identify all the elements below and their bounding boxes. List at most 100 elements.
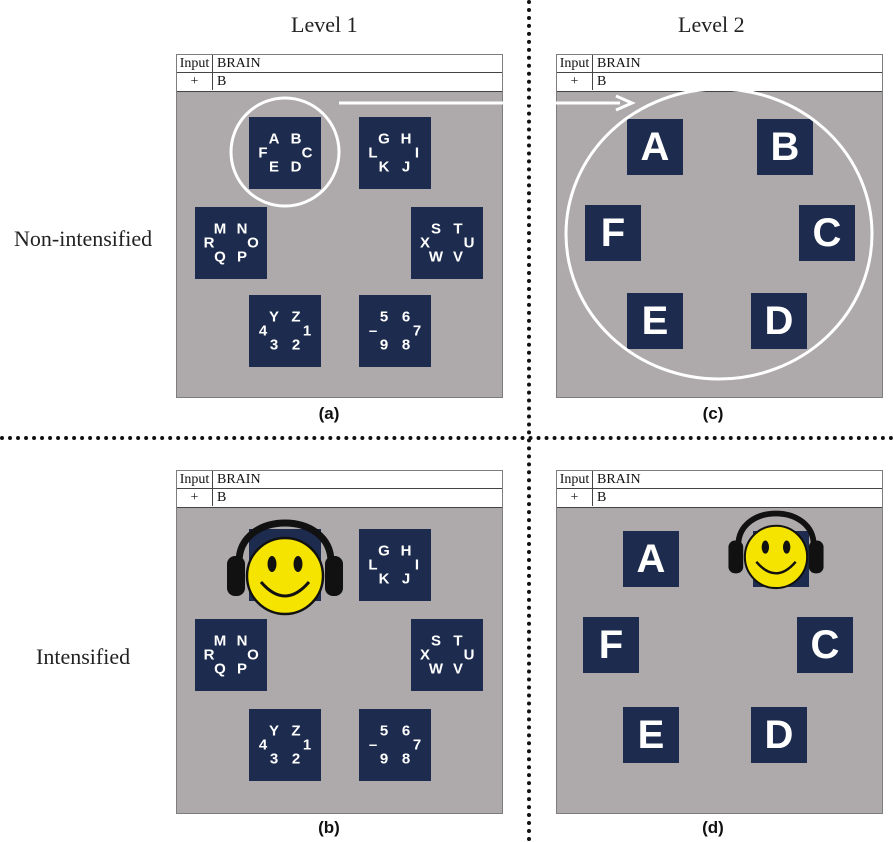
group-character: W <box>428 660 444 678</box>
letter-tile-b: B <box>757 119 813 175</box>
group-character: Z <box>291 308 301 326</box>
group-character: Y <box>268 308 280 326</box>
letter-tile-d: D <box>751 293 807 349</box>
intensified-group-tile <box>249 529 321 601</box>
group-character: S <box>430 220 442 238</box>
group-character: H <box>400 130 412 148</box>
output-value: B <box>597 73 607 89</box>
output-label: + <box>177 489 213 506</box>
group-character: Y <box>268 722 280 740</box>
group-character: B <box>290 130 302 148</box>
group-character: O <box>247 234 259 252</box>
letter-tile-d: D <box>751 707 807 763</box>
input-value: BRAIN <box>217 55 261 71</box>
output-label: + <box>557 489 593 506</box>
caption-c: (c) <box>702 404 724 423</box>
group-character: 9 <box>379 336 389 354</box>
row-label-non-intensified: Non-intensified <box>14 226 153 251</box>
caption-d: (d) <box>702 818 724 837</box>
output-label: + <box>177 73 213 90</box>
intensified-letter-tile <box>753 531 809 587</box>
group-character: H <box>400 542 412 560</box>
caption-b: (b) <box>318 818 340 837</box>
group-character: X <box>419 646 431 664</box>
group-character: W <box>428 248 444 266</box>
group-character: 6 <box>401 308 411 326</box>
letter-tile-c: C <box>799 205 855 261</box>
input-value: BRAIN <box>217 471 261 487</box>
group-character: E <box>268 158 280 176</box>
group-character: N <box>236 220 248 238</box>
group-character: K <box>378 158 390 176</box>
input-label: Input <box>557 471 593 488</box>
group-character: P <box>236 248 248 266</box>
group-character: P <box>236 660 248 678</box>
group-character: C <box>301 144 313 162</box>
group-character: D <box>290 158 302 176</box>
group-character: J <box>401 570 411 588</box>
group-character: Q <box>214 660 226 678</box>
group-character: 3 <box>269 750 279 768</box>
group-character: 4 <box>258 322 268 340</box>
group-character: F <box>258 144 268 162</box>
group-character: N <box>236 632 248 650</box>
group-character: 2 <box>291 336 301 354</box>
group-character: O <box>247 646 259 664</box>
input-label: Input <box>177 471 213 488</box>
group-character: T <box>453 632 463 650</box>
group-character: K <box>378 570 390 588</box>
group-character: 9 <box>379 750 389 768</box>
vertical-divider <box>527 0 531 842</box>
group-character: 1 <box>302 322 312 340</box>
group-character: U <box>463 646 475 664</box>
group-character: 5 <box>379 722 389 740</box>
group-character: 2 <box>291 750 301 768</box>
input-value: BRAIN <box>597 471 641 487</box>
group-character: U <box>463 234 475 252</box>
group-character: 6 <box>401 722 411 740</box>
group-character: I <box>414 144 420 162</box>
group-character: 4 <box>258 736 268 754</box>
group-character: S <box>430 632 442 650</box>
caption-a: (a) <box>318 404 340 423</box>
output-value: B <box>217 489 227 505</box>
row-label-intensified: Intensified <box>36 644 131 669</box>
group-character: R <box>203 234 215 252</box>
group-character: V <box>452 248 464 266</box>
group-character: R <box>203 646 215 664</box>
group-character: T <box>453 220 463 238</box>
group-character: L <box>368 556 378 574</box>
group-character: V <box>452 660 464 678</box>
group-character: J <box>401 158 411 176</box>
group-character: 8 <box>401 336 411 354</box>
group-character: L <box>368 144 378 162</box>
group-character: 1 <box>302 736 312 754</box>
group-character: – <box>368 736 378 754</box>
group-character: 5 <box>379 308 389 326</box>
input-label: Input <box>557 55 593 72</box>
group-character: Q <box>214 248 226 266</box>
group-character: Z <box>291 722 301 740</box>
group-character: A <box>268 130 280 148</box>
group-character: X <box>419 234 431 252</box>
group-character: G <box>378 130 390 148</box>
group-character: M <box>213 632 227 650</box>
